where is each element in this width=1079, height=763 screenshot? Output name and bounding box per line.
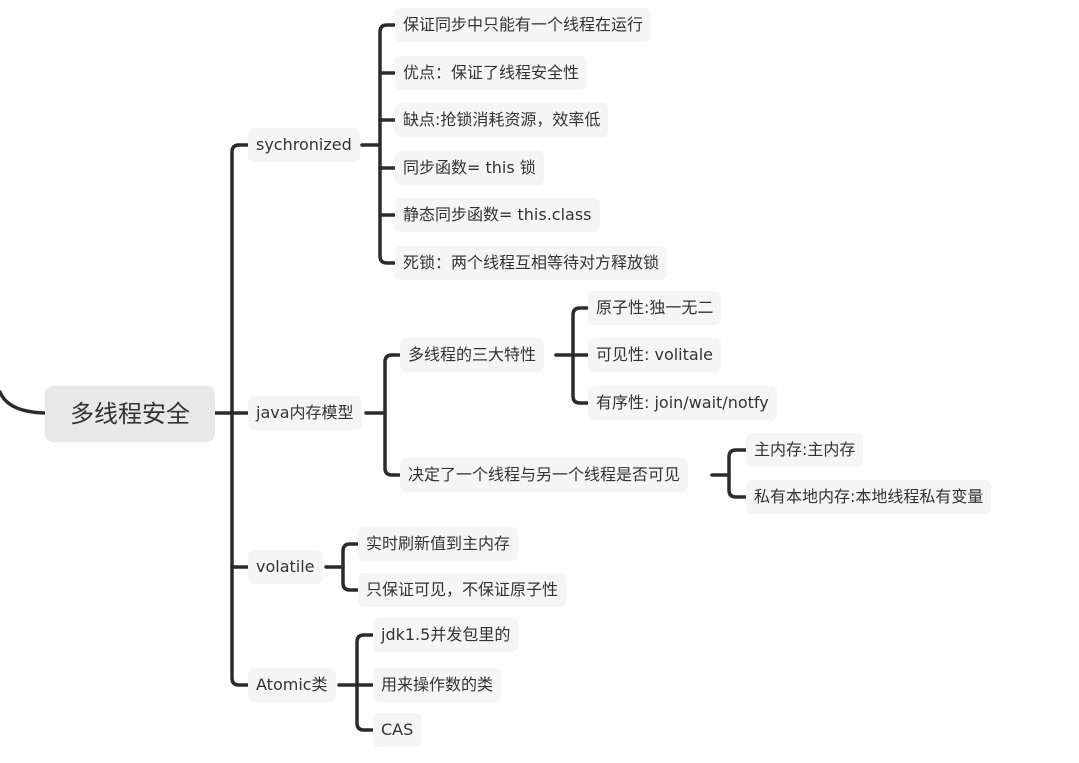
subtopic-visibility[interactable]: 可见性: volitale	[588, 338, 721, 372]
topic-volatile[interactable]: volatile	[248, 550, 323, 584]
subtopic-atomic-cas[interactable]: CAS	[373, 713, 422, 747]
root-incoming-line	[0, 390, 47, 415]
subtopic-main-memory[interactable]: 主内存:主内存	[746, 433, 864, 467]
topic-atomic[interactable]: Atomic类	[248, 668, 336, 702]
subtopic-atomicity[interactable]: 原子性:独一无二	[588, 291, 722, 325]
subtopic-atomic-jdk[interactable]: jdk1.5并发包里的	[373, 618, 519, 652]
subtopic-ordering[interactable]: 有序性: join/wait/notfy	[588, 386, 777, 420]
level1-trunk	[230, 143, 259, 687]
root-node[interactable]: 多线程安全	[45, 386, 215, 442]
subtopic-sync-one-thread[interactable]: 保证同步中只能有一个线程在运行	[395, 8, 652, 42]
subtopic-three-properties[interactable]: 多线程的三大特性	[400, 338, 545, 372]
subtopic-sync-disadvantage[interactable]: 缺点:抢锁消耗资源，效率低	[395, 103, 609, 137]
topic-java-memory-model[interactable]: java内存模型	[248, 396, 362, 430]
subtopic-vol-visibility-only[interactable]: 只保证可见，不保证原子性	[358, 573, 567, 607]
subtopic-vol-refresh[interactable]: 实时刷新值到主内存	[358, 527, 519, 561]
subtopic-sync-function-lock[interactable]: 同步函数= this 锁	[395, 151, 544, 185]
subtopic-sync-static-lock[interactable]: 静态同步函数= this.class	[395, 198, 600, 232]
subtopic-sync-advantage[interactable]: 优点：保证了线程安全性	[395, 56, 588, 90]
subtopic-sync-deadlock[interactable]: 死锁：两个线程互相等待对方释放锁	[395, 246, 668, 280]
subtopic-atomic-numbers[interactable]: 用来操作数的类	[373, 668, 502, 702]
subtopic-local-memory[interactable]: 私有本地内存:本地线程私有变量	[746, 480, 992, 514]
topic-sychronized[interactable]: sychronized	[248, 128, 360, 162]
subtopic-determines-visibility[interactable]: 决定了一个线程与另一个线程是否可见	[400, 458, 689, 492]
